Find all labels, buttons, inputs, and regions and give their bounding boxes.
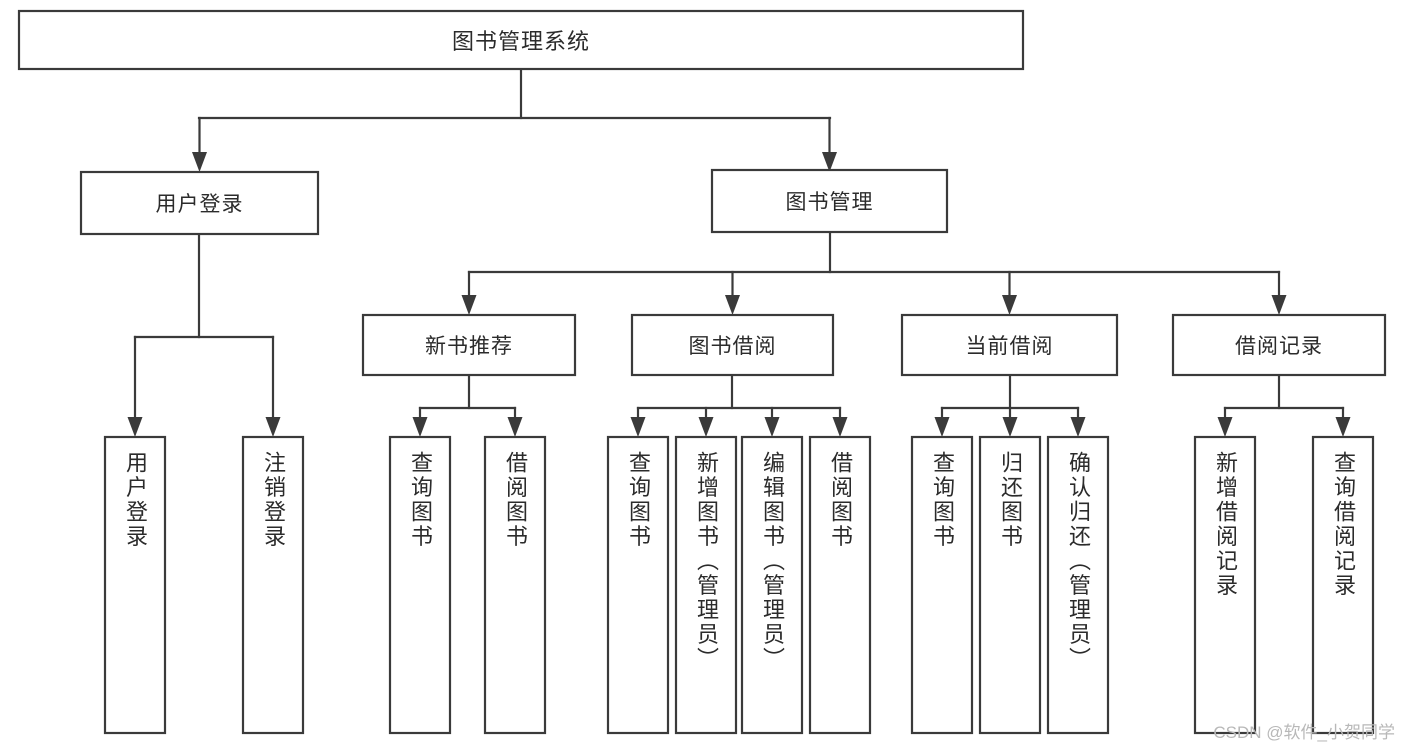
- leaf-node-9-box[interactable]: [978, 435, 1042, 735]
- connector-layer: [127, 67, 1351, 437]
- watermark-label: CSDN @软件_小贺同学: [1213, 723, 1395, 742]
- connector-arrow-icon: [832, 417, 848, 437]
- leaf-node-1-box[interactable]: [241, 435, 305, 735]
- leaf-node-2-box[interactable]: [388, 435, 452, 735]
- leaf-node-10-box[interactable]: [1046, 435, 1110, 735]
- level1-node-0-box[interactable]: [79, 170, 320, 236]
- connector-arrow-icon: [822, 152, 837, 172]
- connector-arrow-icon: [1002, 417, 1018, 437]
- level1-node-1-box[interactable]: [710, 168, 949, 234]
- leaf-node-6-box[interactable]: [740, 435, 804, 735]
- connector-arrow-icon: [1217, 417, 1233, 437]
- connector-arrow-icon: [1271, 295, 1287, 315]
- connector-arrow-icon: [698, 417, 714, 437]
- connector-图书管理: [461, 230, 1287, 315]
- connector-arrow-icon: [630, 417, 646, 437]
- connector-arrow-icon: [1002, 295, 1017, 315]
- leaf-node-11-box[interactable]: [1193, 435, 1257, 735]
- connector-arrow-icon: [507, 417, 523, 437]
- connector-arrow-icon: [412, 417, 428, 437]
- level2-node-2-box[interactable]: [900, 313, 1119, 377]
- connector-arrow-icon: [127, 417, 143, 437]
- leaf-node-7-box[interactable]: [808, 435, 872, 735]
- connector-借阅记录: [1217, 373, 1351, 437]
- leaf-node-3-box[interactable]: [483, 435, 547, 735]
- connector-arrow-icon: [461, 295, 477, 315]
- connector-图书管理系统: [192, 67, 837, 172]
- connector-arrow-icon: [934, 417, 950, 437]
- connector-当前借阅: [934, 373, 1086, 437]
- level2-node-0-box[interactable]: [361, 313, 577, 377]
- connector-用户登录: [127, 232, 281, 437]
- connector-arrow-icon: [1335, 417, 1351, 437]
- box-layer: [17, 9, 1387, 735]
- leaf-node-5-box[interactable]: [674, 435, 738, 735]
- connector-arrow-icon: [764, 417, 780, 437]
- connector-新书推荐: [412, 373, 523, 437]
- level2-node-1-box[interactable]: [630, 313, 835, 377]
- leaf-node-4-box[interactable]: [606, 435, 670, 735]
- leaf-node-0-box[interactable]: [103, 435, 167, 735]
- leaf-node-8-box[interactable]: [910, 435, 974, 735]
- connector-arrow-icon: [725, 295, 740, 315]
- connector-arrow-icon: [265, 417, 281, 437]
- leaf-node-12-box[interactable]: [1311, 435, 1375, 735]
- level2-node-3-box[interactable]: [1171, 313, 1387, 377]
- root-node-box[interactable]: [17, 9, 1025, 71]
- connector-arrow-icon: [1070, 417, 1086, 437]
- connector-图书借阅: [630, 373, 848, 437]
- connector-arrow-icon: [192, 152, 207, 172]
